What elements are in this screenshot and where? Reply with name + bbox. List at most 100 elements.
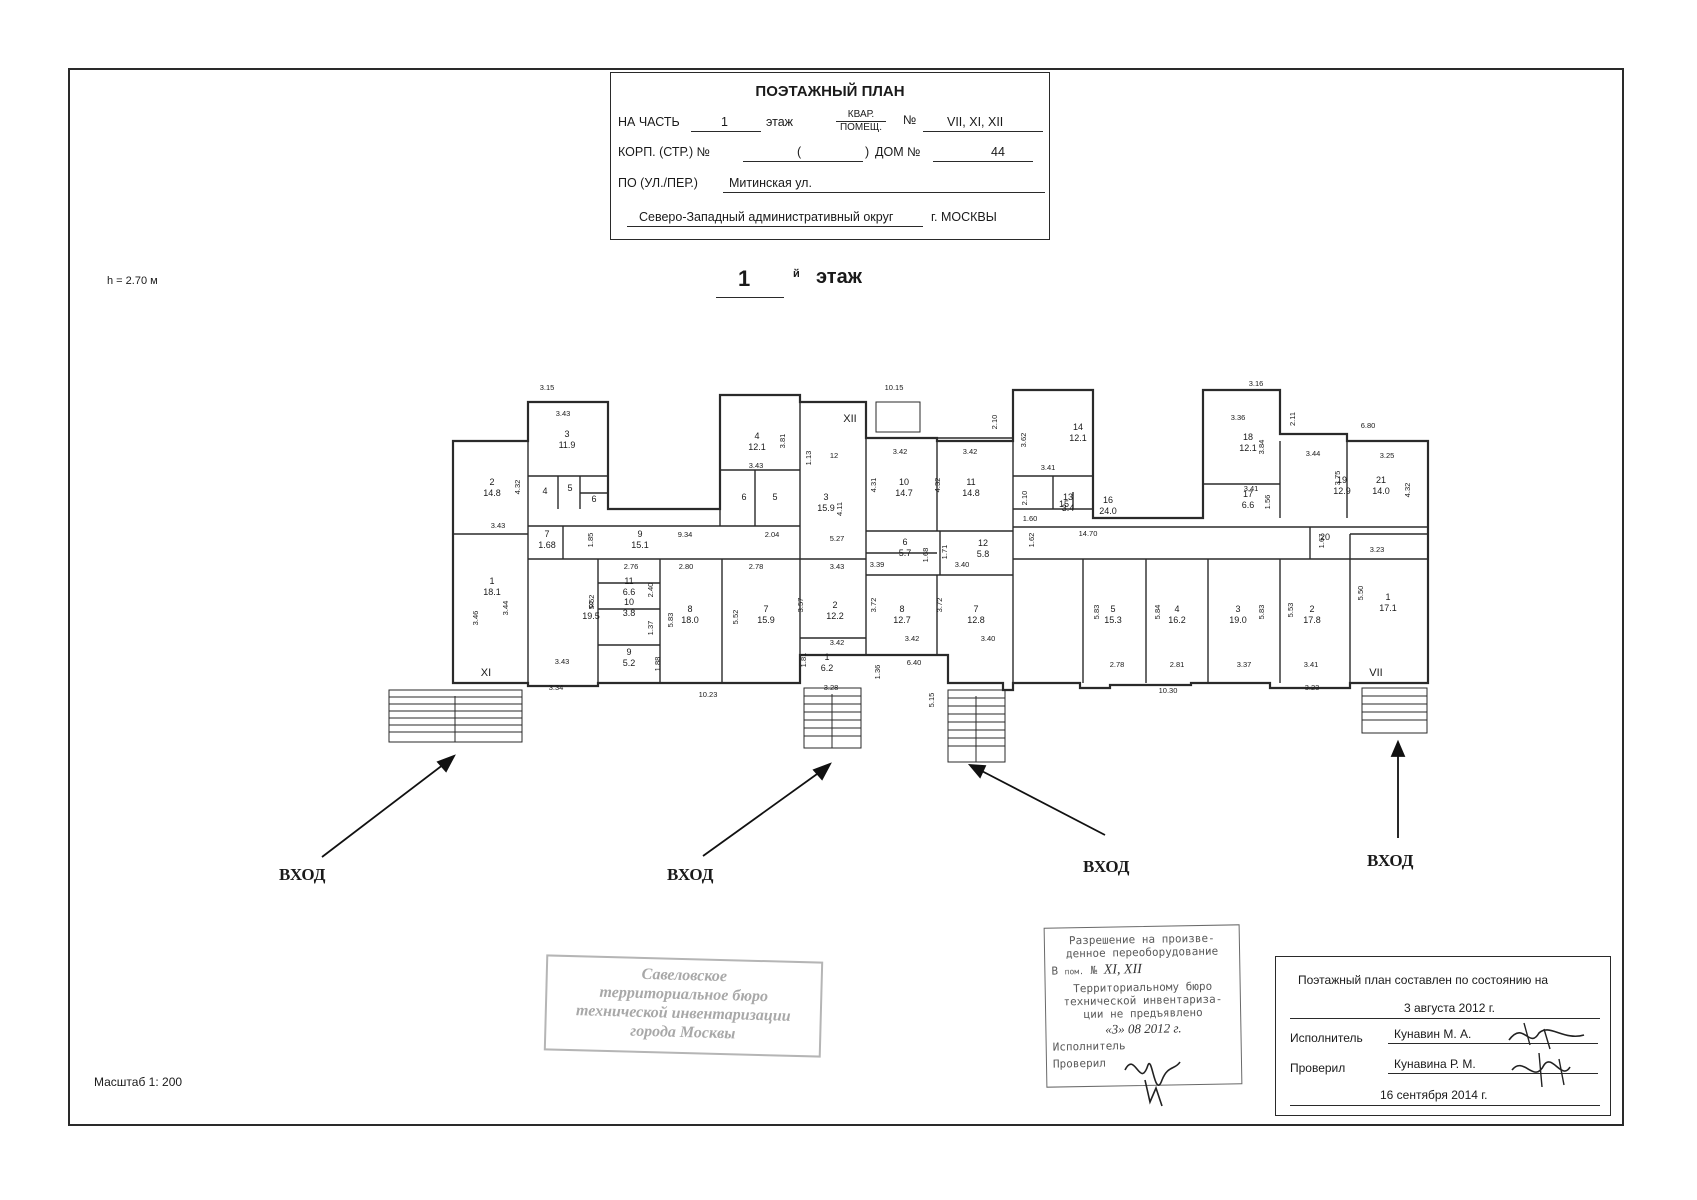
room-area: 6.6 [623,587,636,597]
room-number: 3 [1235,604,1240,614]
dimension-value: 5.53 [1286,603,1295,618]
street-value: Митинская ул. [729,176,812,190]
room-area: 16.2 [1168,615,1186,625]
dimension-value: 5.83 [1092,605,1101,620]
room-number: 1 [1385,592,1390,602]
dimension-value: 2.80 [679,562,694,571]
dimension-value: 3.37 [1237,660,1252,669]
room-number: 16 [1103,495,1113,505]
permit-line3-prefix: В [1051,964,1059,978]
room-area: 14.8 [962,488,980,498]
room-number: 9 [626,647,631,657]
street-label: ПО (УЛ./ПЕР.) [618,176,698,190]
room-area: 11.9 [559,440,576,450]
room-area: 15.9 [757,615,775,625]
room-area: 12.1 [1069,433,1087,443]
floor-label: этаж [766,115,794,129]
dimension-value: 2.10 [1020,491,1029,506]
dimension-value: 1.68 [921,548,930,563]
floor-number: 1 [738,266,751,291]
dimension-value: 3.43 [491,521,506,530]
dom-value: 44 [991,145,1005,159]
room-area: 18.0 [681,615,699,625]
title-block: ПОЭТАЖНЫЙ ПЛАН НА ЧАСТЬ 1 этаж КВАР. ПОМ… [610,72,1050,240]
info-date2: 16 сентября 2014 г. [1380,1088,1488,1102]
dimension-value: 3.42 [893,447,908,456]
dimension-value: 3.57 [796,598,805,613]
ceiling-height: h = 2.70 м [107,275,158,287]
room-area: 19.5 [582,611,600,621]
dimension-value: 2.76 [624,562,639,571]
dimension-value: 2.04 [765,530,780,539]
dom-label: ДОМ № [875,145,921,159]
room-area: 6.6 [1242,500,1255,510]
dimension-value: 3.28 [824,683,839,692]
room-number: 7 [763,604,768,614]
dimension-value: 1.67 [1317,534,1326,549]
entrance-label-4: ВХОД [1367,851,1414,870]
dimension-value: 12 [830,451,838,460]
room-area: 15.3 [1104,615,1122,625]
dimension-value: 1.85 [586,533,595,548]
dimension-value: 5.50 [1356,586,1365,601]
signature-permit [1124,1061,1181,1107]
dimension-value: 3.72 [935,598,944,613]
info-box: Поэтажный план составлен по состоянию на… [1275,956,1611,1116]
district-value: Северо-Западный административный округ [639,210,894,224]
room-number: 11 [966,477,975,487]
dimension-value: 5.15 [927,693,936,708]
room-number: 1 [489,576,494,586]
dimension-value: 4.11 [835,502,844,516]
kvar-label: КВАР. [836,109,886,122]
room-area: 12.7 [893,615,911,625]
room-area: 5.2 [623,658,636,668]
room-area: 18.1 [483,587,501,597]
dimension-value: 2.40 [646,583,655,598]
dimension-value: 3.42 [905,634,920,643]
dimension-value: 3.43 [556,409,571,418]
dimension-value: 3.15 [540,383,555,392]
info-date1: 3 августа 2012 г. [1404,1001,1495,1015]
interior-walls [453,390,1428,683]
room-area: 12.9 [1333,486,1351,496]
dimension-value: 3.16 [1249,379,1264,388]
room-number: 4 [754,431,759,441]
dimension-value: 5.83 [666,613,675,628]
info-line1: Поэтажный план составлен по состоянию на [1298,973,1549,987]
dimension-value: 3.39 [870,560,885,569]
dimension-value: 3.46 [471,611,480,626]
korp-label: КОРП. (СТР.) № [618,145,711,159]
room-number: 8 [588,600,593,610]
room-number: 19 [1337,475,1347,485]
dimension-value: 2.11 [1288,412,1297,426]
dimension-value: 3.84 [1257,440,1266,455]
dimension-value: 1.56 [1263,495,1272,510]
floor-suffix: й [793,268,800,280]
room-number: 2 [489,477,494,487]
dimension-value: 3.81 [778,434,787,449]
room-area: 24.0 [1099,506,1117,516]
permit-line3-small: пом. [1064,967,1084,977]
dimension-value: 3.42 [830,638,845,647]
section-label: XI [481,667,491,679]
checker-name: Кунавина Р. М. [1394,1057,1476,1071]
room-number: 8 [687,604,692,614]
room-number: 6 [902,537,907,547]
korp-close: ) [865,145,870,159]
room-number: 1 [824,652,829,662]
dimension-value: 9.34 [678,530,693,539]
dimension-value: 1.13 [804,451,813,466]
dimension-value: 5.27 [830,534,845,543]
floor-value: 1 [721,115,728,129]
dimension-value: 1.37 [646,621,655,636]
dimension-value: 3.36 [1231,413,1246,422]
room-number: 11 [624,576,633,586]
room-number: 8 [899,604,904,614]
room-number: 6 [591,494,596,504]
room-number: 18 [1243,432,1253,442]
dimension-value: 3.40 [955,560,970,569]
room-area: 3.4 [1062,503,1075,513]
